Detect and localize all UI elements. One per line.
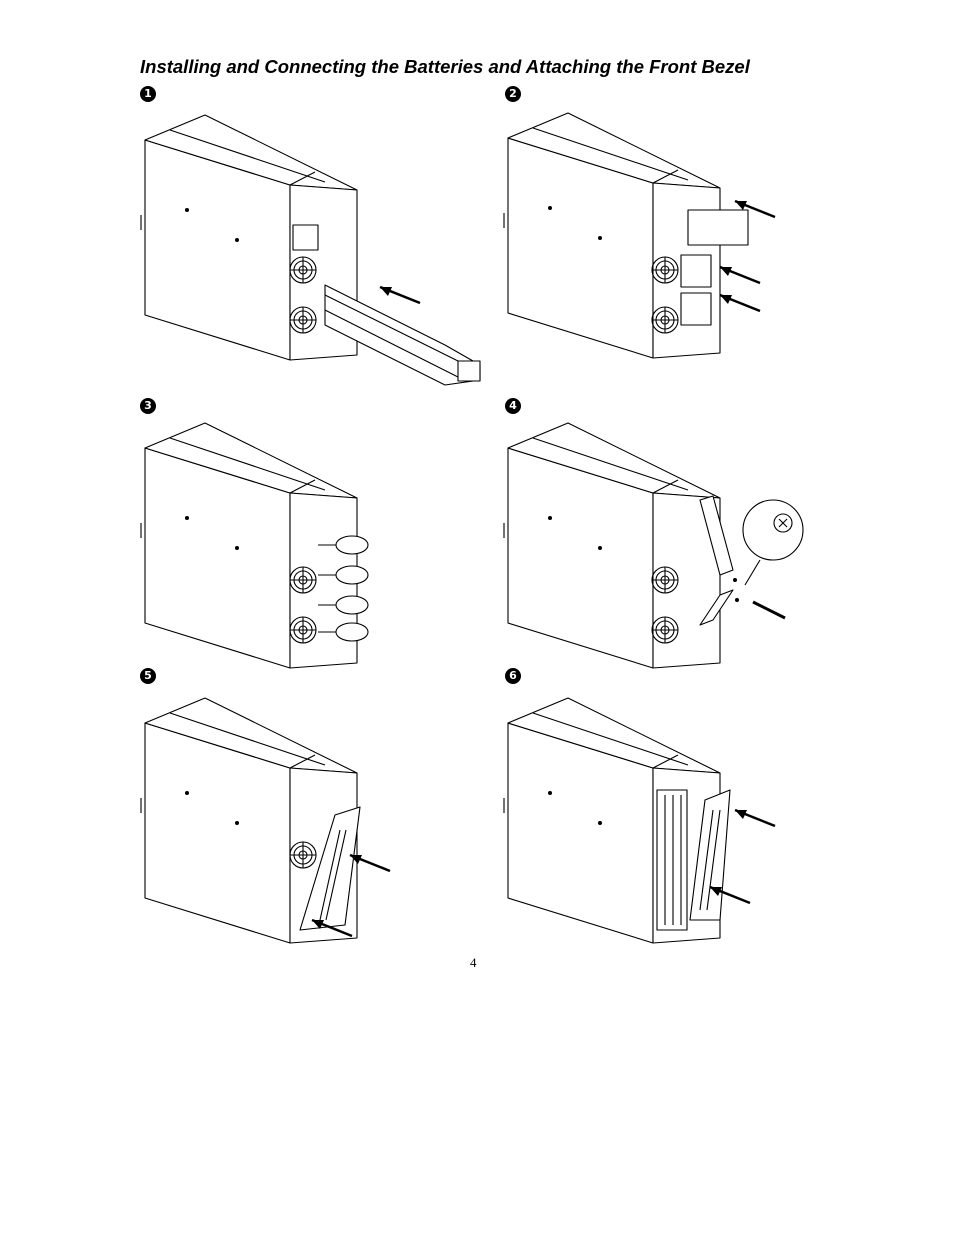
step-marker-3: 3 <box>140 398 156 414</box>
battery-connectors-illustration <box>140 420 380 670</box>
step-marker-4: 4 <box>505 398 521 414</box>
bracket-screw-illustration <box>503 420 815 670</box>
bezel-attach-illustration <box>140 695 392 945</box>
step-marker-1: 1 <box>140 86 156 102</box>
page-number: 4 <box>470 955 477 970</box>
battery-packs-insert-illustration <box>503 112 785 365</box>
page-title: Installing and Connecting the Batteries … <box>140 56 750 77</box>
battery-slide-in-illustration <box>140 114 481 405</box>
bezel-close-illustration <box>503 695 777 945</box>
step-marker-2: 2 <box>505 86 521 102</box>
step-marker-5: 5 <box>140 668 156 684</box>
step-marker-6: 6 <box>505 668 521 684</box>
